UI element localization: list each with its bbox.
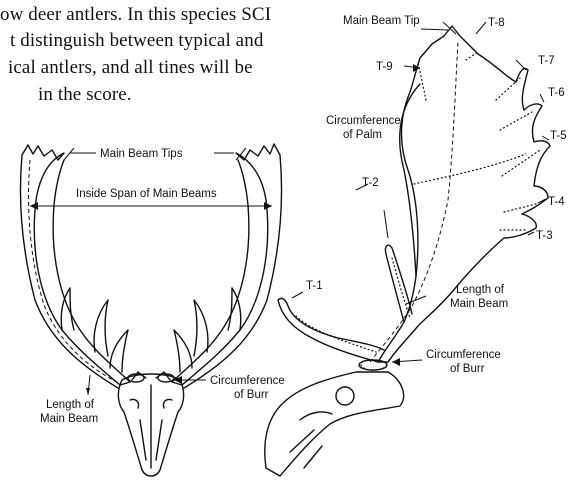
- side-length-main-beam-label-1: Length of: [456, 284, 505, 296]
- front-view: Main Beam Tips Inside Span of Main Beams…: [21, 144, 285, 476]
- side-antler-palm: [378, 26, 550, 362]
- side-circumference-burr-label-2: of Burr: [450, 363, 485, 375]
- tine-t1-label: T-1: [306, 280, 323, 292]
- side-view: Main Beam Tip T-8 T-9 T-7 T-6 T-5 T-4 T-…: [265, 15, 567, 476]
- tine-t4-label: T-4: [548, 196, 565, 208]
- inside-span-label: Inside Span of Main Beams: [76, 188, 217, 200]
- front-circumference-burr-label-1: Circumference: [210, 375, 285, 387]
- side-length-main-beam-label-2: Main Beam: [450, 298, 508, 310]
- tine-t2-label: T-2: [362, 177, 379, 189]
- tine-t9-label: T-9: [376, 61, 393, 73]
- tine-t6-label: T-6: [548, 87, 565, 99]
- tine-t1: [278, 298, 384, 362]
- side-circumference-burr-label-1: Circumference: [426, 349, 501, 361]
- front-circumference-burr-label-2: of Burr: [234, 389, 269, 401]
- tine-t8-label: T-8: [488, 17, 505, 29]
- main-beam-tips-label: Main Beam Tips: [100, 148, 183, 160]
- front-length-main-beam-label-2: Main Beam: [40, 413, 98, 425]
- tine-t3-label: T-3: [536, 230, 553, 242]
- side-skull: [265, 372, 404, 476]
- front-length-main-beam-label-1: Length of: [46, 399, 95, 411]
- palm-circumference-label-2: of Palm: [343, 129, 382, 141]
- tine-t7-label: T-7: [538, 55, 555, 67]
- main-beam-tip-label: Main Beam Tip: [343, 15, 420, 27]
- palm-circumference-label-1: Circumference: [326, 115, 401, 127]
- tine-t5-label: T-5: [550, 130, 567, 142]
